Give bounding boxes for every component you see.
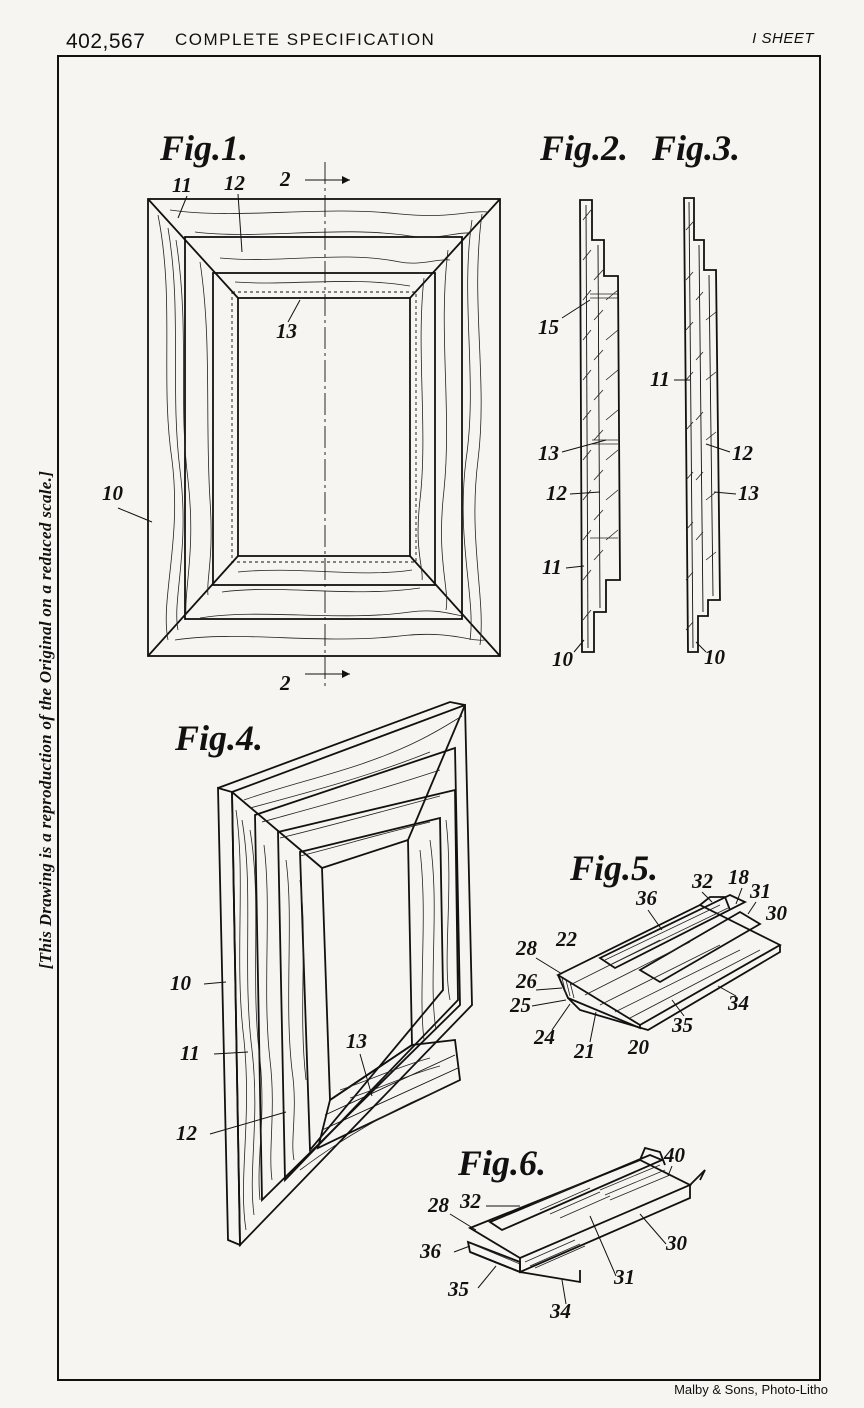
fig4-step-3 [299, 816, 444, 1153]
fig3-section-hatching [685, 221, 717, 631]
fig1-ref-2-top: 2 [279, 167, 291, 191]
fig4-ref-12: 12 [176, 1121, 198, 1145]
fig6-ref-28: 28 [427, 1193, 450, 1217]
fig6-title: Fig.6. [457, 1143, 546, 1183]
fig5-grain [561, 904, 761, 1019]
figure-3: Fig.3. 11 12 13 10 [650, 128, 759, 669]
fig4-step-1 [254, 746, 461, 1203]
fig5-title: Fig.5. [569, 848, 658, 888]
fig1-outer-edge [147, 198, 501, 657]
fig2-ref-10: 10 [552, 647, 574, 671]
fig4-ref-11: 11 [180, 1041, 200, 1065]
fig4-ref-10: 10 [170, 971, 192, 995]
fig5-ref-22: 22 [555, 927, 578, 951]
fig5-ref-30: 30 [765, 901, 788, 925]
fig5-ref-32: 32 [691, 869, 714, 893]
fig3-ref-10: 10 [704, 645, 726, 669]
fig5-ref-35: 35 [671, 1013, 693, 1037]
fig2-section-hatching [582, 209, 619, 621]
fig2-ref-13: 13 [538, 441, 559, 465]
fig1-ref-12: 12 [224, 171, 246, 195]
fig5-upper-rib [598, 894, 748, 970]
fig1-dashed-rabbet [231, 291, 417, 563]
fig6-shading [471, 1164, 671, 1269]
fig6-ref-32: 32 [459, 1189, 482, 1213]
fig3-ref-11: 11 [650, 367, 670, 391]
fig4-side-edge [217, 786, 241, 1247]
fig5-ref-28: 28 [515, 936, 538, 960]
fig4-ref-13: 13 [346, 1029, 367, 1053]
fig1-ref-10: 10 [102, 481, 124, 505]
fig3-ref-13: 13 [738, 481, 759, 505]
fig4-front-face [231, 703, 473, 1248]
figure-2: Fig.2. 15 13 12 11 10 [538, 128, 628, 671]
fig1-ref-11: 11 [172, 173, 192, 197]
fig1-opening [237, 297, 411, 557]
fig5-ref-31: 31 [749, 879, 771, 903]
fig3-title: Fig.3. [651, 128, 740, 168]
fig6-ref-35: 35 [447, 1277, 469, 1301]
fig2-ref-12: 12 [546, 481, 568, 505]
figure-6: Fig.6. 40 28 32 30 36 31 35 34 [419, 1143, 706, 1323]
fig5-ref-34: 34 [727, 991, 749, 1015]
fig6-ref-36: 36 [419, 1239, 442, 1263]
fig1-ref-2-bottom: 2 [279, 671, 291, 695]
fig6-ref-31: 31 [613, 1265, 635, 1289]
fig1-step-1 [184, 236, 463, 620]
fig1-wood-grain [157, 209, 489, 646]
fig3-section-outline [683, 197, 721, 653]
fig5-ref-25: 25 [509, 993, 531, 1017]
fig5-ref-18: 18 [728, 865, 750, 889]
fig1-step-2 [212, 272, 436, 586]
sheet-count: I SHEET [752, 30, 814, 47]
drawing-border [57, 55, 821, 1381]
figure-1: Fig.1. [102, 128, 501, 695]
fig5-ref-20: 20 [627, 1035, 650, 1059]
figure-4: Fig.4. [170, 701, 473, 1248]
fig6-ref-40: 40 [663, 1143, 686, 1167]
fig5-ref-21: 21 [573, 1039, 595, 1063]
fig4-step-2 [277, 788, 459, 1183]
fig2-section-outline [579, 199, 621, 653]
fig1-ref-13: 13 [276, 319, 297, 343]
patent-number: 402,567 [66, 30, 146, 53]
figure-5: Fig.5. 32 18 31 30 36 28 22 26 25 24 21 … [509, 848, 788, 1063]
fig2-title: Fig.2. [539, 128, 628, 168]
fig2-ref-11: 11 [542, 555, 562, 579]
fig3-ref-12: 12 [732, 441, 754, 465]
fig2-ref-15: 15 [538, 315, 559, 339]
fig5-ref-24: 24 [533, 1025, 555, 1049]
fig5-ref-26: 26 [515, 969, 538, 993]
fig6-ref-30: 30 [665, 1231, 688, 1255]
printer-credit: Malby & Sons, Photo-Litho [674, 1382, 828, 1397]
specification-title: COMPLETE SPECIFICATION [175, 30, 436, 49]
fig4-wood-grain [235, 715, 463, 1231]
fig4-title: Fig.4. [174, 718, 263, 758]
fig1-title: Fig.1. [159, 128, 248, 168]
fig6-ref-34: 34 [549, 1299, 571, 1323]
fig5-ref-36: 36 [635, 886, 658, 910]
